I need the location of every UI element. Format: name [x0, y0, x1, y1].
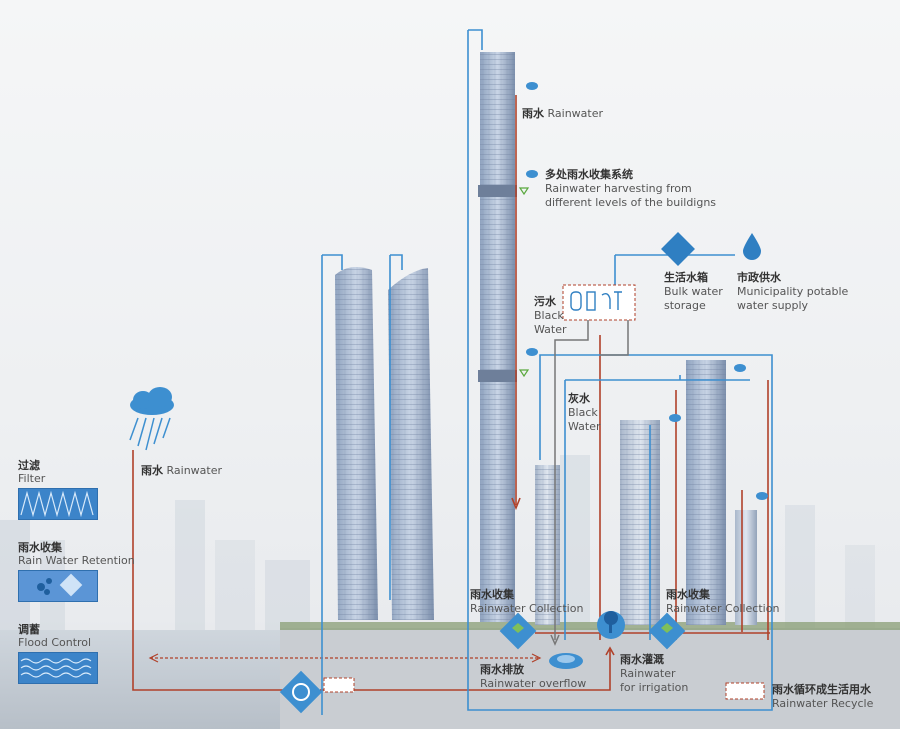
- tree-icon: [597, 611, 625, 639]
- rain-cloud-icon: [129, 387, 174, 451]
- label-cn: 灰水: [568, 392, 590, 405]
- label-cn: 污水: [534, 295, 556, 308]
- label-cn: 雨水收集: [18, 541, 62, 554]
- tower-right: [686, 360, 757, 625]
- label-en: Rain Water Retention: [18, 554, 135, 567]
- label-en: Water: [568, 420, 601, 433]
- legend-filter-title: 过滤 Filter: [18, 459, 45, 485]
- zigzag-icon: [20, 490, 94, 518]
- droplet-icon: [743, 233, 761, 260]
- label-en: Black: [534, 309, 564, 322]
- irrigation-label: 雨水灌溉 Rainwater for irrigation: [620, 653, 688, 695]
- legend-recycle-box: [725, 682, 765, 700]
- storage-cube-icon: [499, 232, 695, 650]
- label-en: Rainwater Recycle: [772, 697, 874, 710]
- label-cn: 雨水收集: [666, 588, 710, 601]
- municipal-supply-label: 市政供水 Municipality potable water supply: [737, 271, 848, 313]
- legend-flood-title: 调蓄 Flood Control: [18, 623, 91, 649]
- label-en: Black: [568, 406, 598, 419]
- tower-left-2: [388, 268, 434, 620]
- fixture-icon: [570, 291, 622, 311]
- recycle-fixture-box: [323, 677, 355, 693]
- label-cn: 雨水收集: [470, 588, 514, 601]
- greenery-strip: [280, 622, 900, 630]
- bulk-water-label: 生活水箱 Bulk water storage: [664, 271, 723, 313]
- label-en: Rainwater: [620, 667, 676, 680]
- label-en: Municipality potable: [737, 285, 849, 298]
- label-cn: 市政供水: [737, 271, 781, 284]
- waves-icon: [20, 658, 92, 678]
- label-en: Bulk water: [664, 285, 723, 298]
- label-cn: 雨水循环成生活用水: [772, 683, 871, 696]
- label-en: storage: [664, 299, 706, 312]
- small-rain-icon: [526, 82, 768, 500]
- legend-flood-swatch: [18, 652, 98, 684]
- label-cn: 雨水排放: [480, 663, 524, 676]
- rainwater-left-label: 雨水 Rainwater: [141, 464, 222, 478]
- droplets-icon: [37, 573, 83, 597]
- label-en: Rainwater: [166, 464, 223, 477]
- legend-retention-swatch: [18, 570, 98, 602]
- harvest-label: 多处雨水收集系统 Rainwater harvesting from diffe…: [545, 168, 716, 210]
- supply-pipes: [321, 29, 773, 715]
- label-en: Filter: [18, 472, 46, 485]
- recycle-label: 雨水循环成生活用水 Rainwater Recycle: [772, 683, 873, 711]
- label-cn: 多处雨水收集系统: [545, 168, 633, 181]
- label-cn: 过滤: [18, 459, 40, 472]
- label-en: for irrigation: [620, 681, 689, 694]
- label-cn: 雨水: [141, 464, 163, 477]
- pond-icon: [549, 653, 583, 669]
- label-cn: 雨水灌溉: [620, 653, 664, 666]
- label-cn: 生活水箱: [664, 271, 708, 284]
- legend-filter-swatch: [18, 488, 98, 520]
- filter-marker-icon-2: [518, 369, 530, 378]
- label-en: Rainwater Collection: [470, 602, 584, 615]
- overflow-label: 雨水排放 Rainwater overflow: [480, 663, 586, 691]
- legend-retention-title: 雨水收集 Rain Water Retention: [18, 541, 135, 567]
- label-en: different levels of the buildigns: [545, 196, 717, 209]
- sewage-label: 污水 Black Water: [534, 295, 567, 337]
- label-cn: 雨水: [522, 107, 544, 120]
- rainwater-top-label: 雨水 Rainwater: [522, 107, 603, 121]
- tower-mid: [535, 420, 660, 625]
- label-cn: 调蓄: [18, 623, 40, 636]
- collection-left-label: 雨水收集 Rainwater Collection: [470, 588, 583, 616]
- supertall-tower: [478, 52, 517, 622]
- label-en: Rainwater Collection: [666, 602, 780, 615]
- ground: [280, 628, 900, 729]
- tower-left-1: [335, 266, 378, 620]
- label-en: Rainwater: [547, 107, 604, 120]
- label-en: Rainwater harvesting from: [545, 182, 692, 195]
- label-en: Flood Control: [18, 636, 92, 649]
- grey-water-label: 灰水 Black Water: [568, 392, 601, 434]
- label-en: Water: [534, 323, 567, 336]
- label-en: Rainwater overflow: [480, 677, 587, 690]
- label-en: water supply: [737, 299, 809, 312]
- grey-water-pipes: [550, 320, 629, 646]
- collection-right-label: 雨水收集 Rainwater Collection: [666, 588, 779, 616]
- fixtures-box: [562, 284, 636, 321]
- filter-marker-icon: [518, 187, 530, 196]
